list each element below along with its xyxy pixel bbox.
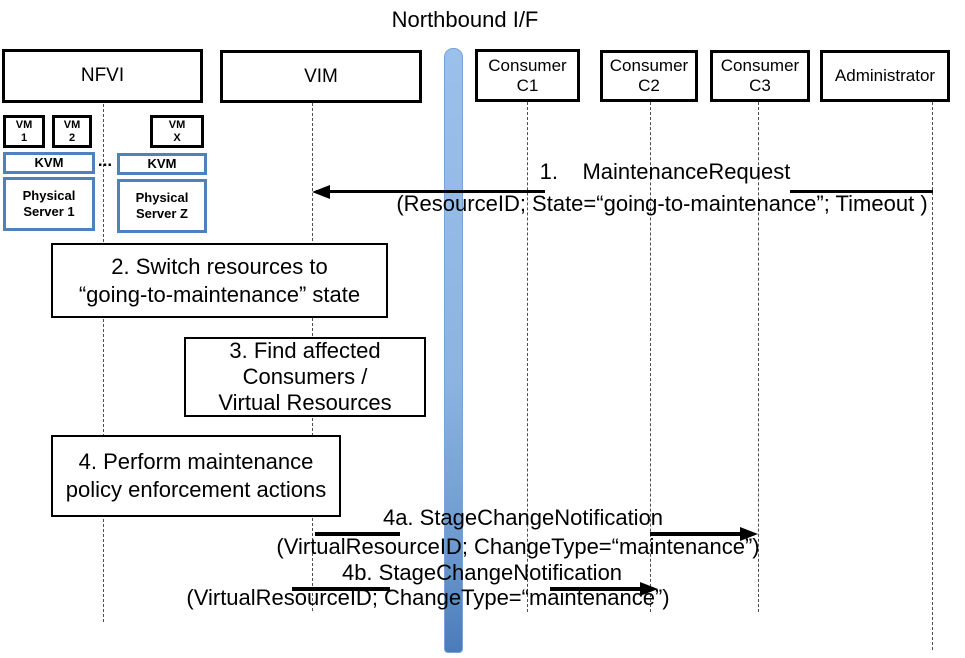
message-4a-line-left: [315, 532, 400, 536]
actor-consumer-c1: Consumer C1: [475, 49, 580, 102]
diagram-title: Northbound I/F: [391, 7, 539, 32]
message-4a-params: (VirtualResourceID; ChangeType=“maintena…: [276, 534, 760, 559]
actor-nfvi: NFVI: [2, 49, 203, 103]
vm1-box: VM 1: [3, 115, 45, 148]
step4-line1: 4. Perform maintenance: [78, 449, 314, 474]
message-4b-line-left: [292, 587, 390, 591]
step2-line1: 2. Switch resources to: [111, 253, 328, 279]
step3-line3: Virtual Resources: [218, 390, 392, 415]
serverz-label-line2: Server Z: [135, 206, 189, 221]
vm1-label-line2: 1: [20, 131, 28, 144]
actor-c1-label-line2: C1: [516, 75, 539, 95]
actor-c1-label-line1: Consumer: [488, 55, 567, 75]
message-4a-label: 4a. StageChangeNotification: [382, 505, 664, 530]
actor-vim-label: VIM: [304, 65, 338, 87]
actor-nfvi-label: NFVI: [80, 65, 125, 86]
actor-admin-label: Administrator: [834, 66, 936, 85]
step2-line2: “going-to-maintenance” state: [78, 281, 361, 307]
message-1-arrowhead: [312, 185, 330, 199]
step3-line1: 3. Find affected: [229, 338, 381, 363]
physical-server1-box: Physical Server 1: [3, 177, 95, 231]
step2-box: 2. Switch resources to “going-to-mainten…: [51, 243, 388, 318]
message-4a-arrowhead: [740, 527, 758, 541]
actor-c2-label-line2: C2: [638, 76, 660, 95]
vm2-label-line2: 2: [68, 131, 76, 144]
actor-c2-label-line1: Consumer: [609, 56, 689, 75]
actor-consumer-c3: Consumer C3: [710, 50, 810, 102]
server1-label-line1: Physical: [22, 188, 76, 203]
vm1-label-line1: VM: [15, 118, 33, 131]
vm2-label-line1: VM: [63, 118, 81, 131]
vmx-label-line2: X: [173, 131, 181, 144]
actor-vim: VIM: [220, 50, 422, 103]
lifeline-consumer-c3: [758, 102, 759, 612]
actor-consumer-c2: Consumer C2: [600, 50, 698, 102]
message-1-line-right: [790, 190, 933, 193]
actor-c3-label-line1: Consumer: [720, 56, 800, 75]
kvm2-box: KVM: [117, 153, 207, 175]
kvm2-label: KVM: [147, 156, 177, 171]
physical-serverz-box: Physical Server Z: [117, 179, 207, 233]
vmx-box: VM X: [150, 115, 204, 148]
message-1-line-left: [316, 190, 545, 193]
northbound-interface-bar: [444, 48, 463, 653]
message-4b-arrowhead: [640, 582, 658, 596]
serverz-label-line1: Physical: [135, 190, 189, 205]
ellipsis-dots: ...: [97, 151, 113, 170]
actor-c3-label-line2: C3: [749, 76, 771, 95]
lifeline-consumer-c1: [527, 102, 528, 612]
message-1-params: (ResourceID; State=“going-to-maintenance…: [396, 191, 928, 216]
lifeline-nfvi: [103, 104, 104, 622]
vm2-box: VM 2: [52, 115, 92, 148]
kvm1-label: KVM: [34, 155, 64, 170]
vmx-label-line1: VM: [168, 118, 186, 131]
kvm1-box: KVM: [3, 152, 95, 174]
step3-box: 3. Find affected Consumers / Virtual Res…: [184, 337, 426, 417]
message-4b-line-right: [550, 587, 642, 591]
message-4b-params: (VirtualResourceID; ChangeType=“maintena…: [186, 585, 670, 610]
message-1-label: 1. MaintenanceRequest: [539, 159, 791, 184]
step4-box: 4. Perform maintenance policy enforcemen…: [51, 435, 341, 517]
lifeline-consumer-c2: [650, 102, 651, 612]
step4-line2: policy enforcement actions: [65, 477, 327, 502]
lifeline-administrator: [932, 102, 933, 650]
message-4a-line-right: [650, 532, 742, 536]
message-4b-label: 4b. StageChangeNotification: [341, 560, 623, 585]
server1-label-line2: Server 1: [23, 204, 75, 219]
step3-line2: Consumers /: [242, 364, 368, 389]
actor-administrator: Administrator: [820, 50, 950, 102]
